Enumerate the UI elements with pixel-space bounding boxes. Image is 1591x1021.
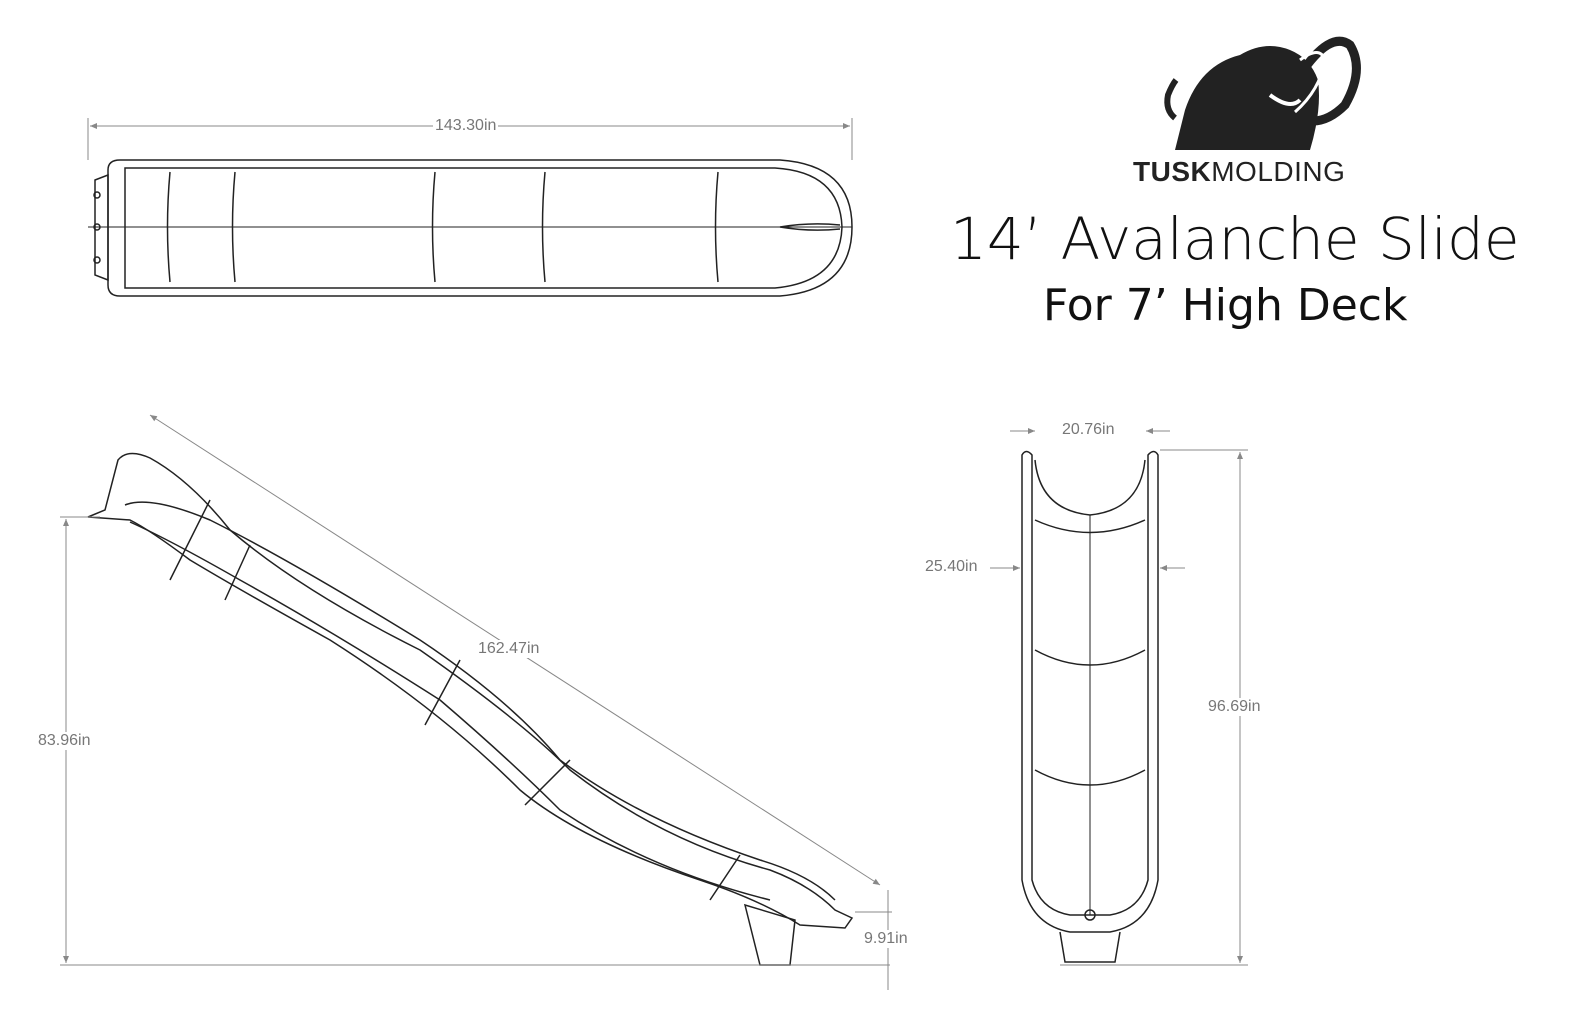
top-view xyxy=(88,159,853,297)
dim-top-length: 143.30in xyxy=(433,117,499,135)
mammoth-logo xyxy=(1164,36,1361,150)
product-title: 14’ Avalanche Slide xyxy=(950,205,1520,273)
dim-inner-width: 20.76in xyxy=(1060,421,1117,439)
side-view xyxy=(87,452,854,966)
brand-light: MOLDING xyxy=(1211,156,1346,187)
brand-name: TUSKMOLDING xyxy=(1133,156,1345,188)
dim-exit-height: 9.91in xyxy=(862,930,910,948)
product-subtitle: For 7’ High Deck xyxy=(1043,280,1408,331)
dim-deck-height: 83.96in xyxy=(36,732,93,750)
brand-bold: TUSK xyxy=(1133,156,1212,187)
dim-front-height: 96.69in xyxy=(1206,698,1263,716)
dim-slide-length: 162.47in xyxy=(476,640,542,658)
dim-outer-width: 25.40in xyxy=(923,558,980,576)
front-view xyxy=(1021,450,1159,963)
side-view-dimensions xyxy=(60,414,892,990)
